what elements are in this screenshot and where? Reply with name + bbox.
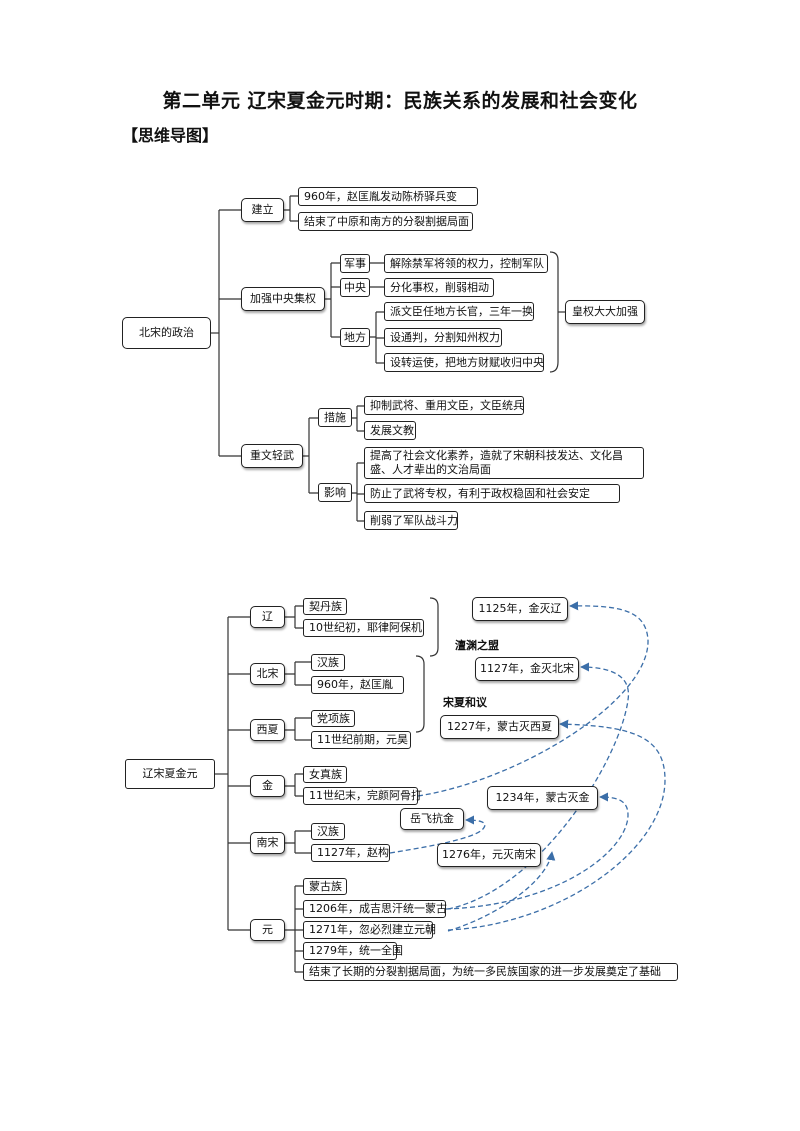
- node-jianli: 建立: [241, 198, 284, 222]
- node-zhongwen: 重文轻武: [241, 444, 303, 468]
- node-yuan: 元: [250, 919, 285, 941]
- yuan-item: 1206年，成吉思汗统一蒙古: [303, 900, 447, 918]
- node-junshi: 军事: [340, 254, 370, 273]
- jin-item: 11世纪末，完颜阿骨打: [303, 787, 422, 805]
- difang-item: 派文臣任地方长官，三年一换: [384, 302, 534, 321]
- node-nansong: 南宋: [250, 832, 285, 854]
- yingxiang-item: 削弱了军队战斗力: [364, 511, 458, 530]
- jin-item: 女真族: [303, 766, 347, 783]
- root-node-song-politics: 北宋的政治: [122, 317, 211, 349]
- treaty-label-chanyuan: 澶渊之盟: [455, 639, 499, 652]
- brace-label-huangquan: 皇权大大加强: [565, 300, 645, 324]
- junshi-item: 解除禁军将领的权力，控制军队: [384, 254, 548, 273]
- difang-item: 设转运使，把地方财赋收归中央: [384, 353, 544, 372]
- beisong-item: 汉族: [311, 654, 345, 671]
- event-yuan-destroys-nansong: 1276年，元灭南宋: [437, 843, 541, 867]
- node-liao: 辽: [250, 606, 285, 628]
- node-jin: 金: [250, 775, 285, 797]
- yingxiang-item: 提高了社会文化素养，造就了宋朝科技发达、文化昌盛、人才辈出的文治局面: [364, 447, 644, 479]
- yuan-item: 蒙古族: [303, 878, 347, 895]
- yuan-item: 1271年，忽必烈建立元朝: [303, 921, 436, 939]
- liao-item: 契丹族: [303, 598, 347, 615]
- yuan-item: 1279年，统一全国: [303, 942, 403, 960]
- event-mongol-destroys-jin: 1234年，蒙古灭金: [487, 786, 598, 810]
- node-beisong: 北宋: [250, 663, 285, 685]
- xixia-item: 11世纪前期，元昊: [311, 731, 411, 749]
- zhongyang-item: 分化事权，削弱相动: [384, 278, 494, 297]
- nansong-item: 汉族: [311, 823, 345, 840]
- node-difang: 地方: [340, 328, 370, 347]
- yingxiang-item: 防止了武将专权，有利于政权稳固和社会安定: [364, 484, 620, 503]
- section-heading: 【思维导图】: [122, 126, 219, 145]
- cuoshi-item: 抑制武将、重用文臣，文臣统兵: [364, 396, 524, 415]
- liao-item: 10世纪初，耶律阿保机: [303, 619, 424, 637]
- cuoshi-item: 发展文教: [364, 421, 416, 440]
- root-node-dynasties: 辽宋夏金元: [125, 759, 215, 789]
- node-jiaqiang: 加强中央集权: [241, 287, 325, 311]
- yuan-item: 结束了长期的分裂割据局面，为统一多民族国家的进一步发展奠定了基础: [303, 963, 678, 981]
- page-title: 第二单元 辽宋夏金元时期：民族关系的发展和社会变化: [162, 90, 638, 112]
- node-yingxiang: 影响: [318, 483, 352, 502]
- jianli-item: 结束了中原和南方的分裂割据局面: [298, 212, 473, 231]
- event-jin-destroys-liao: 1125年，金灭辽: [472, 597, 568, 621]
- node-xixia: 西夏: [250, 719, 285, 741]
- xixia-item: 党项族: [311, 710, 355, 727]
- event-yuefei-resists-jin: 岳飞抗金: [400, 808, 464, 830]
- event-jin-destroys-beisong: 1127年，金灭北宋: [475, 657, 579, 681]
- difang-item: 设通判，分割知州权力: [384, 328, 502, 347]
- treaty-label-songxia: 宋夏和议: [443, 696, 487, 709]
- jianli-item: 960年，赵匡胤发动陈桥驿兵变: [298, 187, 478, 206]
- event-mongol-destroys-xixia: 1227年，蒙古灭西夏: [440, 715, 559, 739]
- node-cuoshi: 措施: [318, 408, 352, 427]
- nansong-item: 1127年，赵构: [311, 844, 390, 862]
- node-zhongyang: 中央: [340, 278, 370, 297]
- beisong-item: 960年，赵匡胤: [311, 676, 404, 694]
